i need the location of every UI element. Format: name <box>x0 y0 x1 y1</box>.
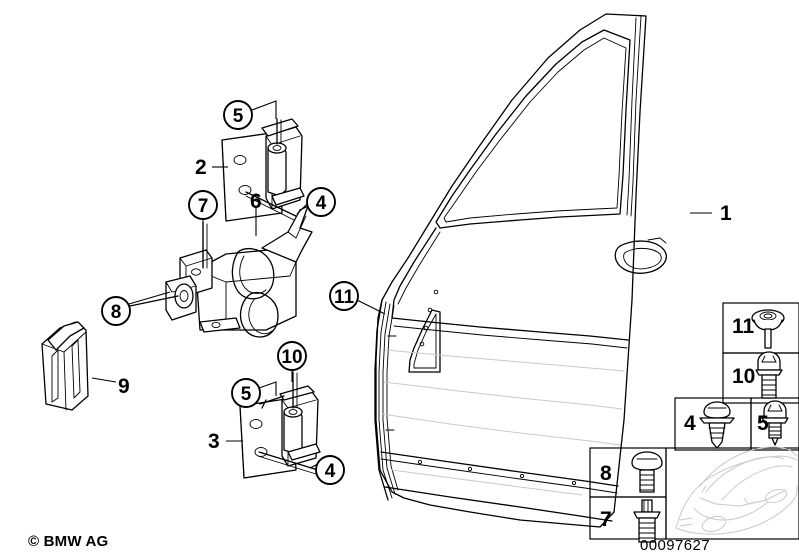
brake-cover <box>41 321 89 411</box>
svg-text:4: 4 <box>316 193 327 214</box>
legend-number-8: 8 <box>600 462 612 485</box>
svg-text:7: 7 <box>198 196 209 217</box>
callout-2[interactable]: 2 <box>195 156 207 179</box>
callout-4a[interactable]: 4 <box>306 187 336 217</box>
hardware-legend: 11 10 4 5 8 7 <box>589 302 799 543</box>
callout-6[interactable]: 6 <box>250 190 262 213</box>
sedan-silhouette-icon <box>675 446 798 535</box>
legend-number-11: 11 <box>732 315 755 338</box>
fastener-10-hex-bolt <box>755 351 783 399</box>
lower-hinge <box>239 371 321 479</box>
callout-3[interactable]: 3 <box>208 430 220 453</box>
diagram-part-number: 00097627 <box>640 537 710 554</box>
fastener-11-rivet <box>751 309 785 349</box>
leader-lines <box>91 100 712 469</box>
legend-number-7: 7 <box>600 508 612 531</box>
door-brake <box>129 205 313 338</box>
callout-4b[interactable]: 4 <box>315 455 345 485</box>
svg-text:5: 5 <box>241 384 252 405</box>
svg-text:10: 10 <box>281 347 302 368</box>
legend-number-5: 5 <box>757 412 769 435</box>
callout-markers: 5 4 7 8 11 10 <box>101 100 732 485</box>
fastener-7-stud-bolt <box>633 499 661 543</box>
legend-number-10: 10 <box>732 365 755 388</box>
callout-10[interactable]: 10 <box>277 341 307 371</box>
callout-5b[interactable]: 5 <box>231 378 261 408</box>
svg-text:8: 8 <box>111 302 122 323</box>
callout-7[interactable]: 7 <box>188 190 218 220</box>
fastener-4-tapping-screw <box>699 401 735 449</box>
fastener-5-hex-bolt <box>761 400 789 446</box>
upper-hinge <box>221 118 305 224</box>
callout-11[interactable]: 11 <box>329 281 359 311</box>
copyright-notice: © BMW AG <box>28 533 109 550</box>
callout-5a[interactable]: 5 <box>223 100 253 130</box>
svg-text:4: 4 <box>325 461 336 482</box>
callout-9[interactable]: 9 <box>118 375 130 398</box>
fastener-8-pan-bolt <box>631 451 663 493</box>
callout-1[interactable]: 1 <box>720 202 732 225</box>
svg-text:5: 5 <box>233 106 244 127</box>
callout-8[interactable]: 8 <box>101 296 131 326</box>
legend-number-4: 4 <box>684 412 696 435</box>
door-shell <box>374 13 667 528</box>
svg-text:11: 11 <box>334 287 355 308</box>
